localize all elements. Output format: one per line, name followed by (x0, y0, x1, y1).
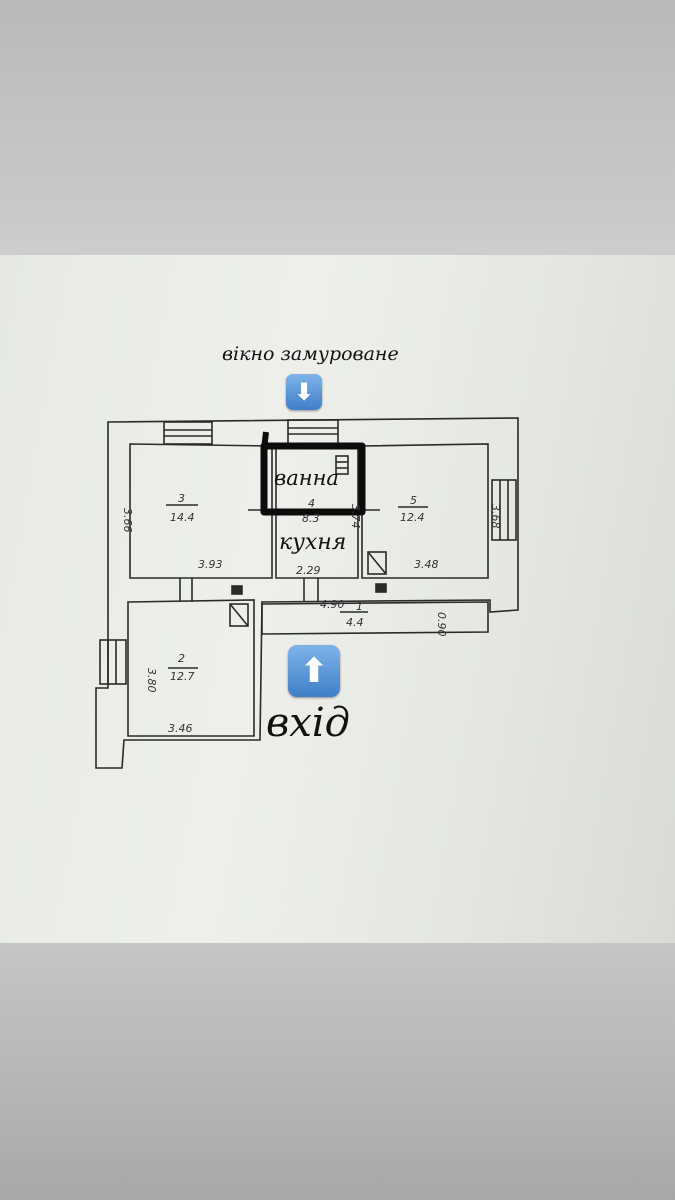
bottom-background-band (0, 943, 675, 1200)
room-4-area: 8.3 (302, 512, 320, 525)
room-3-width: 3.93 (198, 558, 223, 571)
window-top-left (163, 421, 213, 445)
bathroom-highlight-box (260, 442, 366, 516)
room-2-height: 3.80 (145, 668, 158, 693)
room-4-height: 3.74 (349, 504, 362, 529)
room-3-area: 14.4 (170, 511, 195, 524)
room-3-outline (129, 443, 273, 579)
room-3-height: 3.66 (121, 508, 134, 533)
bath-fixture (335, 455, 349, 475)
entrance-label: вхід (266, 700, 350, 746)
room-5-width: 3.48 (414, 558, 439, 571)
arrow-up-icon: ⬆ (288, 645, 340, 697)
room-5-height: 3.68 (489, 504, 502, 529)
room-5-number: 5 (410, 494, 417, 507)
paper-sheet (0, 255, 675, 943)
room-2-number: 2 (178, 652, 185, 665)
room-1-number: 1 (356, 600, 363, 613)
room-5-outline (361, 443, 489, 579)
top-background-band (0, 0, 675, 255)
window-top-middle (287, 419, 339, 445)
window-left (99, 639, 127, 685)
stove-room-5 (367, 551, 387, 575)
room-2-width: 3.46 (168, 722, 193, 735)
room-4-width: 2.29 (296, 564, 321, 577)
room-1-outline (261, 601, 489, 635)
kitchen-label: кухня (279, 530, 347, 555)
room-1-width: 4.90 (320, 598, 345, 611)
room-5-area: 12.4 (400, 511, 425, 524)
window-right (491, 479, 517, 541)
room-2-outline (127, 599, 255, 737)
room-1-height: 0.90 (435, 612, 448, 637)
room-2-area: 12.7 (170, 670, 195, 683)
window-bricked-label: вікно замуроване (222, 343, 399, 365)
stove-room-2 (229, 603, 249, 627)
arrow-down-icon: ⬇ (286, 374, 322, 410)
room-1-area: 4.4 (346, 616, 364, 629)
room-3-number: 3 (178, 492, 185, 505)
outer-wall (95, 417, 519, 769)
bathroom-label: ванна (274, 466, 339, 490)
room-4-number: 4 (308, 497, 315, 510)
